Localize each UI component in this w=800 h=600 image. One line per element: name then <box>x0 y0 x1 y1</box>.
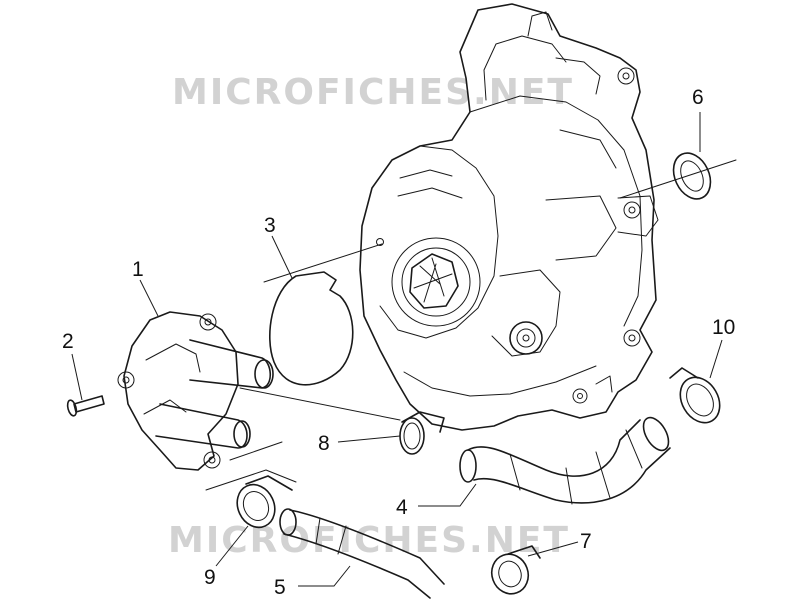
watermark-bottom: MICROFICHES.NET <box>168 520 570 561</box>
callout-1: 1 <box>132 258 144 281</box>
hose-clamp-7 <box>490 545 541 595</box>
callout-10: 10 <box>712 316 735 339</box>
callout-5: 5 <box>274 576 286 599</box>
oil-seal-ring <box>619 152 737 200</box>
callout-4: 4 <box>396 496 408 519</box>
coolant-hose-short <box>279 508 445 599</box>
callout-6: 6 <box>692 86 704 109</box>
hose-clamp-9 <box>236 475 293 529</box>
callout-8: 8 <box>318 432 330 455</box>
leader-lines <box>71 112 723 587</box>
watermark-top: MICROFICHES.NET <box>172 72 574 113</box>
coolant-hose-long <box>459 416 671 505</box>
callout-3: 3 <box>264 214 276 237</box>
hose-clamp-10 <box>669 367 721 424</box>
water-pump-cover <box>117 311 401 491</box>
callout-7: 7 <box>580 530 592 553</box>
engine-cover-housing <box>359 3 659 431</box>
hose-clamp-8 <box>399 411 445 455</box>
o-ring-gasket <box>263 243 383 386</box>
callout-9: 9 <box>204 566 216 589</box>
callout-2: 2 <box>62 330 74 353</box>
mounting-screw <box>66 395 105 417</box>
